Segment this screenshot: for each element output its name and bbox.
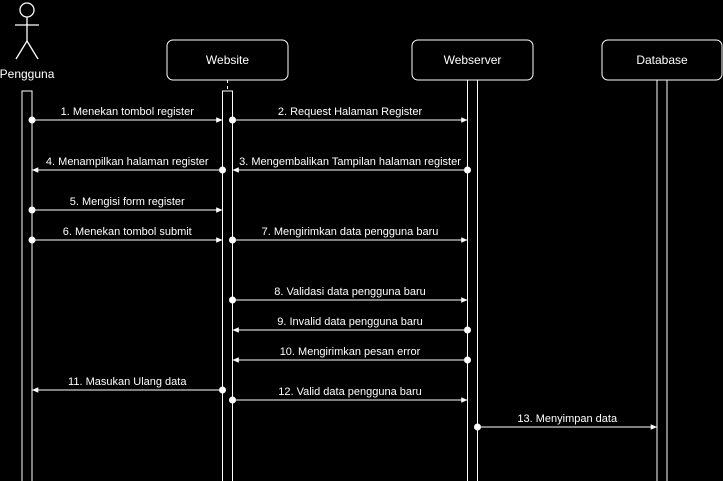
message-label: 1. Menekan tombol register — [61, 106, 195, 118]
message-start-dot — [229, 296, 236, 304]
message-start-dot — [464, 166, 471, 174]
actor-label: Pengguna — [0, 67, 55, 81]
message-start-dot — [28, 206, 36, 214]
message-2: 2. Request Halaman Register — [229, 106, 468, 124]
message-label: 5. Mengisi form register — [70, 196, 185, 208]
message-1: 1. Menekan tombol register — [28, 106, 223, 124]
message-13: 13. Menyimpan data — [474, 413, 657, 431]
message-4: 4. Menampilkan halaman register — [31, 156, 226, 174]
message-label: 7. Mengirimkan data pengguna baru — [262, 226, 439, 238]
activation-webserver — [467, 79, 478, 481]
participant-label-database: Database — [636, 53, 688, 67]
message-8: 8. Validasi data pengguna baru — [229, 286, 468, 304]
message-label: 6. Menekan tombol submit — [63, 226, 192, 238]
participant-website: Website — [166, 39, 289, 81]
message-7: 7. Mengirimkan data pengguna baru — [229, 226, 468, 244]
message-label: 8. Validasi data pengguna baru — [274, 286, 425, 298]
message-12: 12. Valid data pengguna baru — [229, 386, 468, 404]
participant-label-website: Website — [206, 53, 249, 67]
message-10: 10. Mengirimkan pesan error — [232, 346, 471, 364]
message-start-dot — [219, 166, 226, 174]
message-start-dot — [219, 386, 226, 394]
activation-pengguna — [21, 90, 33, 481]
message-label: 2. Request Halaman Register — [278, 106, 423, 118]
message-start-dot — [229, 236, 236, 244]
activation-website — [222, 90, 233, 481]
message-start-dot — [229, 396, 236, 404]
message-start-dot — [464, 326, 471, 334]
message-label: 12. Valid data pengguna baru — [278, 386, 422, 398]
participant-webserver: Webserver — [411, 39, 534, 81]
participant-label-webserver: Webserver — [444, 53, 502, 67]
message-label: 4. Menampilkan halaman register — [46, 156, 209, 168]
message-11: 11. Masukan Ulang data — [31, 376, 226, 394]
message-start-dot — [28, 236, 36, 244]
message-start-dot — [229, 116, 236, 124]
message-9: 9. Invalid data pengguna baru — [232, 316, 471, 334]
message-label: 3. Mengembalikan Tampilan halaman regist… — [239, 156, 461, 168]
stick-figure-icon — [15, 2, 39, 60]
message-5: 5. Mengisi form register — [28, 196, 223, 214]
participant-database: Database — [601, 39, 723, 81]
message-label: 11. Masukan Ulang data — [68, 376, 187, 388]
message-6: 6. Menekan tombol submit — [28, 226, 223, 244]
message-label: 13. Menyimpan data — [517, 413, 618, 425]
message-label: 9. Invalid data pengguna baru — [277, 316, 423, 328]
message-start-dot — [474, 423, 481, 431]
message-label: 10. Mengirimkan pesan error — [280, 346, 421, 358]
message-start-dot — [28, 116, 36, 124]
activation-database — [656, 79, 668, 481]
message-start-dot — [464, 356, 471, 364]
message-3: 3. Mengembalikan Tampilan halaman regist… — [232, 156, 471, 174]
